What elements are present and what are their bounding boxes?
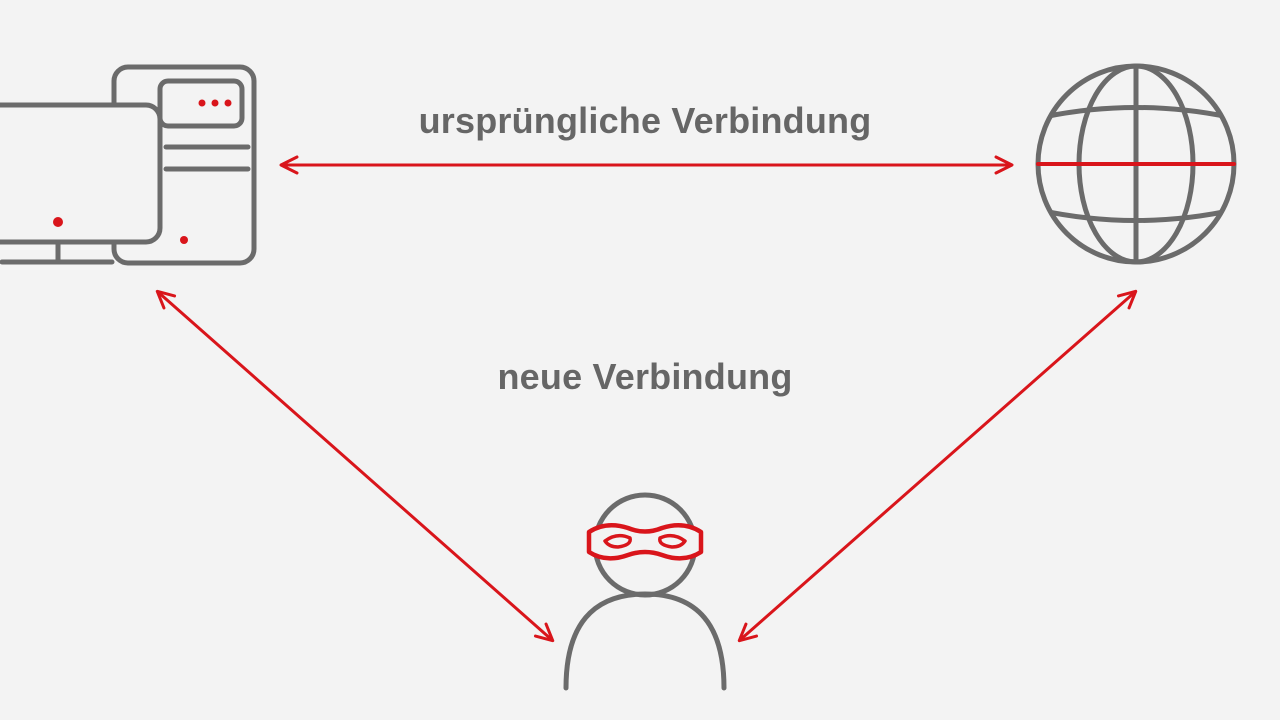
pc-monitor — [0, 102, 163, 245]
pc-tower-led — [198, 99, 206, 107]
globe-latitude-upper — [1038, 105, 1234, 123]
person-mask-eye-left — [603, 533, 632, 549]
pc-monitor-power-led — [53, 217, 63, 227]
person-mask-eye-right — [658, 533, 687, 549]
pc-tower-drive — [157, 78, 245, 129]
person-mask — [586, 523, 704, 561]
globe-latitude-lower — [1038, 205, 1234, 223]
arrow-internet-attacker — [737, 289, 1138, 643]
pc-tower-power-led — [180, 236, 188, 244]
person-body — [563, 591, 727, 691]
pc-tower-led — [224, 99, 232, 107]
globe-icon — [1035, 63, 1237, 265]
pc-tower-led — [211, 99, 219, 107]
new-connection-label: neue Verbindung — [497, 356, 793, 397]
masked-person-icon — [563, 492, 727, 691]
desktop-computer-icon — [0, 64, 257, 266]
arrow-computer-attacker — [155, 289, 555, 643]
connections — [155, 155, 1138, 643]
original-connection-label: ursprüngliche Verbindung — [418, 100, 872, 141]
